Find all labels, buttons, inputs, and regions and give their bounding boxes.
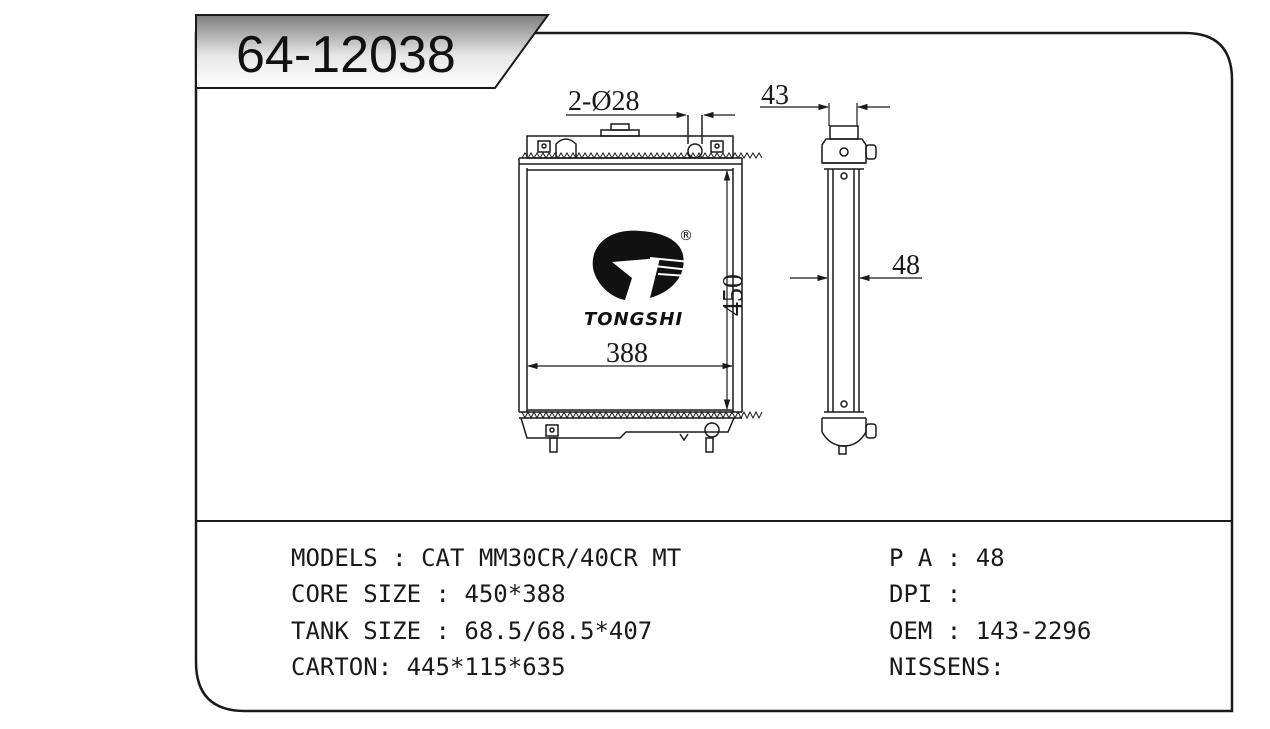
- spec-sep: :: [421, 617, 465, 645]
- spec-sep: :: [932, 544, 976, 572]
- dim-core-height-label: 450: [718, 274, 749, 316]
- part-number-banner: 64-12038: [195, 14, 550, 89]
- dim-inlet-outlet-label: 2-Ø28: [568, 86, 640, 117]
- spec-label: OEM: [889, 617, 933, 645]
- spec-oem: OEM : 143-2296: [889, 619, 1091, 643]
- spec-nissens: NISSENS:: [889, 655, 1005, 679]
- spec-value: 48: [975, 544, 1005, 572]
- spec-models: MODELS : CAT MM30CR/40CR MT: [291, 546, 681, 570]
- spec-sep: :: [932, 617, 976, 645]
- spec-value: 68.5/68.5*407: [464, 617, 653, 645]
- dim-tank-depth-label: 43: [761, 80, 789, 111]
- part-number: 64-12038: [236, 26, 456, 84]
- dim-tank-depth: [760, 103, 890, 126]
- spec-value: 450*388: [464, 580, 566, 608]
- spec-label: P A: [889, 544, 933, 572]
- logo-mark-icon: [592, 230, 684, 300]
- spec-value: 445*115*635: [406, 653, 566, 681]
- radiator-front-view: [518, 115, 743, 453]
- spec-sep: :: [377, 653, 407, 681]
- spec-sep: :: [421, 580, 465, 608]
- radiator-side-view: [821, 125, 877, 455]
- spec-sep: :: [990, 653, 1005, 681]
- spec-core-size: CORE SIZE : 450*388: [291, 582, 566, 606]
- logo-registered-mark: ®: [679, 228, 693, 244]
- spec-label: MODELS: [291, 544, 378, 572]
- spec-pa: P A : 48: [889, 546, 1005, 570]
- spec-sep: :: [932, 580, 976, 608]
- spec-carton: CARTON: 445*115*635: [291, 655, 566, 679]
- spec-label: CARTON: [291, 653, 378, 681]
- spec-label: CORE SIZE: [291, 580, 422, 608]
- frame-border: [194, 31, 1234, 713]
- spec-label: TANK SIZE: [291, 617, 422, 645]
- spec-label: NISSENS: [889, 653, 991, 681]
- dim-core-width-label: 388: [606, 338, 648, 369]
- spec-dpi: DPI :: [889, 582, 976, 606]
- spec-label: DPI: [889, 580, 933, 608]
- spec-value: CAT MM30CR/40CR MT: [421, 544, 682, 572]
- spec-sep: :: [377, 544, 422, 572]
- tongshi-logo: ® TONGSHI: [584, 228, 693, 330]
- dim-core-thickness-label: 48: [892, 250, 920, 281]
- spec-tank-size: TANK SIZE : 68.5/68.5*407: [291, 619, 652, 643]
- radiator-tank-teeth: [521, 152, 763, 420]
- logo-brand: TONGSHI: [584, 309, 683, 330]
- spec-value: 143-2296: [975, 617, 1092, 645]
